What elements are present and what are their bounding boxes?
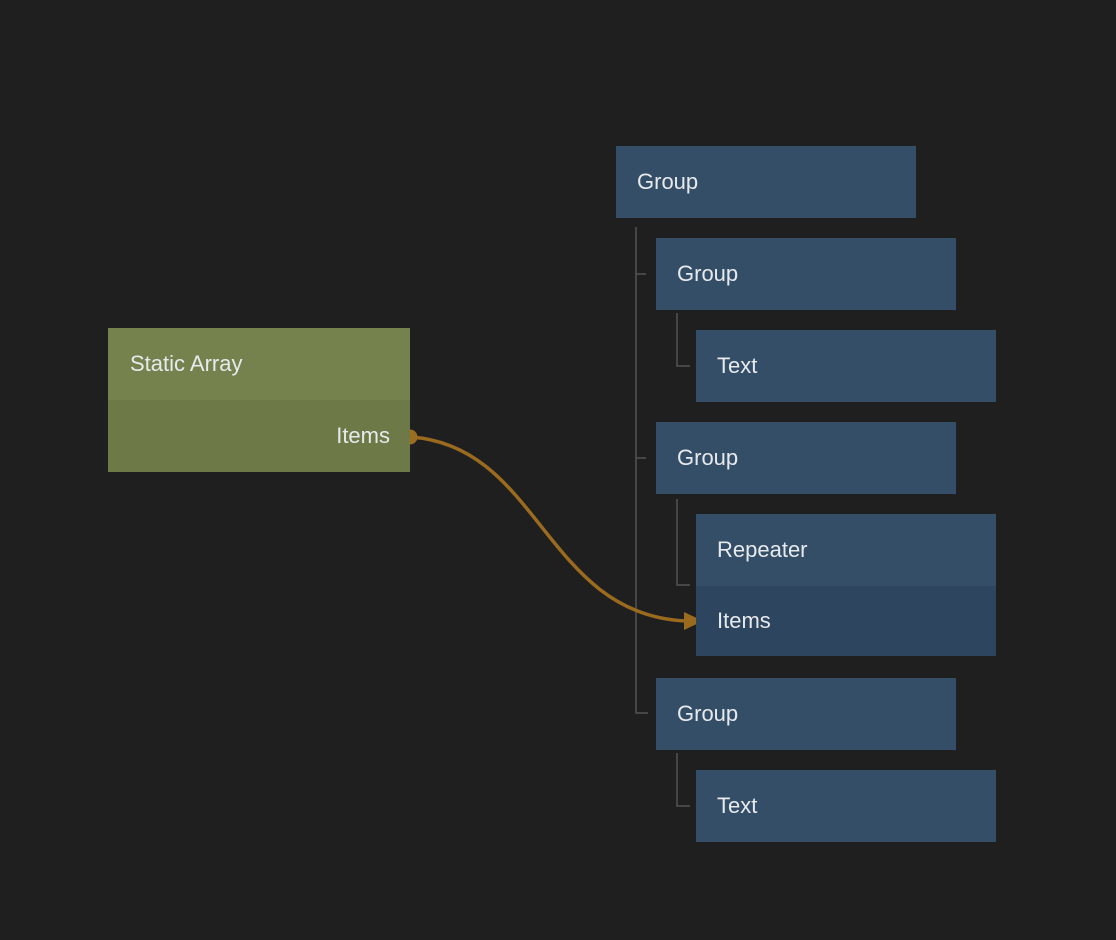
node-title: Text bbox=[717, 353, 758, 378]
tree-node-text-2[interactable]: Text bbox=[696, 770, 996, 842]
node-title: Text bbox=[717, 793, 758, 818]
tree-node-title-row[interactable]: Text bbox=[696, 770, 996, 842]
node-title: Group bbox=[637, 169, 699, 194]
tree-connector-line bbox=[676, 499, 690, 586]
tree-node-title-row[interactable]: Group bbox=[616, 146, 916, 218]
connection-wire[interactable] bbox=[409, 435, 687, 623]
tree-node-title-row[interactable]: Group bbox=[656, 238, 956, 310]
node-title: Repeater bbox=[717, 537, 808, 562]
tree-node-group-3[interactable]: Group bbox=[656, 422, 956, 494]
node-title: Static Array bbox=[130, 351, 243, 376]
tree-node-group-1[interactable]: Group bbox=[616, 146, 916, 218]
node-static-array-header[interactable]: Static Array bbox=[108, 328, 410, 400]
tree-node-title-row[interactable]: Text bbox=[696, 330, 996, 402]
input-port-label: Items bbox=[717, 608, 771, 633]
tree-connector-line bbox=[676, 313, 690, 367]
tree-node-text-1[interactable]: Text bbox=[696, 330, 996, 402]
node-title: Group bbox=[677, 261, 739, 286]
output-port-label: Items bbox=[336, 423, 390, 448]
repeater-items-input-row[interactable]: Items bbox=[696, 586, 996, 656]
tree-node-title-row[interactable]: Repeater bbox=[696, 514, 996, 586]
tree-node-group-4[interactable]: Group bbox=[656, 678, 956, 750]
node-title: Group bbox=[677, 701, 739, 726]
tree-node-repeater[interactable]: Repeater Items bbox=[696, 514, 996, 656]
node-static-array[interactable]: Static Array Items bbox=[108, 328, 410, 472]
tree-connector-line bbox=[676, 753, 690, 807]
tree-node-title-row[interactable]: Group bbox=[656, 422, 956, 494]
tree-node-title-row[interactable]: Group bbox=[656, 678, 956, 750]
tree-node-group-2[interactable]: Group bbox=[656, 238, 956, 310]
tree-connector-line bbox=[635, 227, 648, 714]
items-output-port[interactable]: Items bbox=[108, 400, 410, 472]
node-title: Group bbox=[677, 445, 739, 470]
